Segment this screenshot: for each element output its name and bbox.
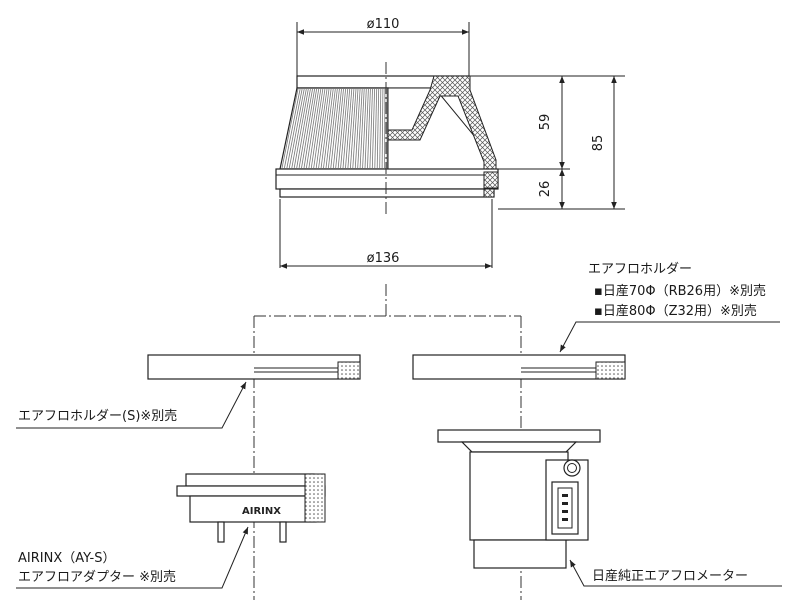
filter-pleats <box>281 88 388 169</box>
top-diameter-label: ø110 <box>367 17 400 32</box>
air-filter-drawing <box>275 62 499 214</box>
total-height-label: 85 <box>591 135 606 152</box>
holder-small-label: エアフロホルダー(S)※別売 <box>18 408 177 424</box>
dimension-heights: 59 26 85 <box>470 75 625 210</box>
meter-leader <box>569 559 782 587</box>
air-flow-meter <box>437 429 601 569</box>
holder-large-leader <box>559 321 780 353</box>
adapter-stamp: AIRINX <box>242 506 281 517</box>
filter-lip-hatch <box>483 188 495 198</box>
holder-nissan80-label: ▪日産80Φ（Z32用）※別売 <box>594 303 757 319</box>
adapter-leader <box>16 526 249 589</box>
cone-height-label: 59 <box>538 114 553 131</box>
flange-height-label: 26 <box>538 181 553 198</box>
holder-small-leader <box>16 381 247 429</box>
filter-base-flange <box>275 168 499 190</box>
holder-nissan70-label: ▪日産70Φ（RB26用）※別売 <box>594 283 766 299</box>
adapter-model-label: AIRINX（AY-S） <box>18 551 115 566</box>
filter-base-lip <box>279 188 495 198</box>
air-flow-holder-small <box>147 354 361 380</box>
dimension-top-diameter: ø110 <box>296 17 470 76</box>
meter-label: 日産純正エアフロメーター <box>592 568 748 584</box>
adapter-name-label: エアフロアダプター ※別売 <box>18 569 176 585</box>
filter-flange-hatch <box>483 171 499 189</box>
holder-title: エアフロホルダー <box>588 262 692 277</box>
dimension-base-diameter: ø136 <box>279 199 493 269</box>
base-diameter-label: ø136 <box>367 251 400 266</box>
filter-hatched-section <box>387 75 497 170</box>
air-flow-holder-large <box>412 354 626 380</box>
air-flow-adapter: AIRINX <box>176 473 326 543</box>
